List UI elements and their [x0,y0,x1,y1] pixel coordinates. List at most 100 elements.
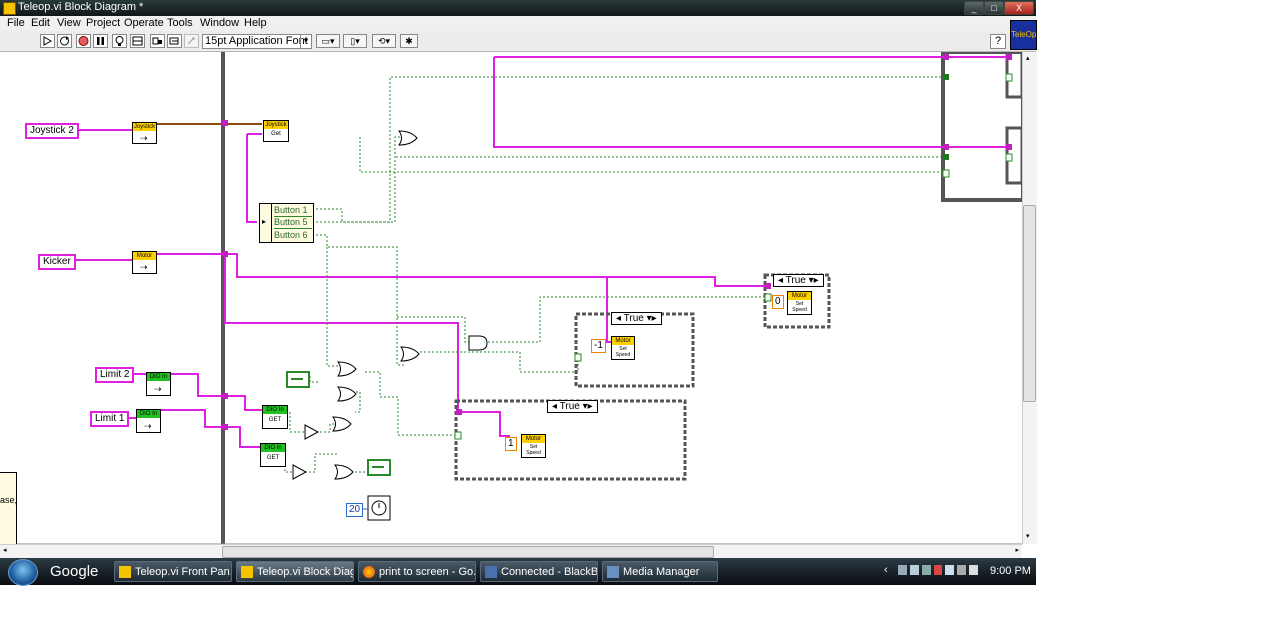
menu-tools[interactable]: Tools [167,17,193,29]
case-selector-value: True [623,313,644,324]
case-selector-value: True [559,401,580,412]
highlight-execution-button[interactable] [112,34,127,48]
case-selector-c[interactable]: ◂ True ▾▸ [773,274,824,287]
vertical-scroll-thumb[interactable] [1023,205,1036,402]
joystick-refnum-vi[interactable]: Joystick ⇢ [132,122,157,144]
maximize-button[interactable]: □ [984,1,1004,15]
kicker-control[interactable]: Kicker [38,254,76,270]
constant-zero[interactable]: 0 [772,295,784,309]
prev-case-icon[interactable]: ◂ [778,275,784,286]
dio-refnum-limit2[interactable]: DIO In ⇢ [146,372,171,396]
dio-get-vi-1[interactable]: DIO In GET [262,405,288,429]
menu-help[interactable]: Help [244,17,267,29]
next-case-icon[interactable]: ▸ [587,401,593,412]
scroll-right-icon[interactable]: ▸ [1015,547,1019,554]
case-selector-b[interactable]: ◂ True ▾▸ [547,400,598,413]
menu-project[interactable]: Project [86,17,121,29]
tray-icon[interactable] [898,565,907,575]
chevron-down-icon: ▼ [300,35,311,48]
unbundle-item-button6[interactable]: Button 6 [274,230,308,240]
motor-refnum-vi[interactable]: Motor ⇢ [132,251,157,274]
joystick2-control[interactable]: Joystick 2 [25,123,79,139]
task-blackberry[interactable]: Connected - BlackB... [480,561,598,582]
limit2-control[interactable]: Limit 2 [95,367,135,383]
case-selector-a[interactable]: ◂ True ▾▸ [611,312,662,325]
run-button[interactable] [40,34,55,48]
network-icon[interactable] [957,565,967,575]
task-front-panel[interactable]: Teleop.vi Front Pan... [114,561,232,582]
motor-set-speed-a[interactable]: Motor Set Speed [611,336,635,360]
horizontal-scroll-thumb[interactable] [222,546,714,558]
vi-header: DIO In [261,444,285,452]
system-tray [898,565,979,577]
task-label: print to screen - Go... [379,566,476,578]
start-button[interactable] [8,559,38,586]
dio-refnum-limit1[interactable]: DIO In ⇢ [136,409,161,433]
motor-set-speed-c[interactable]: Motor Set Speed [787,291,812,315]
labview-icon [241,566,253,578]
limit1-control[interactable]: Limit 1 [90,411,130,427]
joystick-get-vi[interactable]: Joystick Get [263,120,289,142]
prev-case-icon[interactable]: ◂ [616,313,622,324]
font-select[interactable]: 15pt Application Font ▼ [202,34,312,49]
task-label: Teleop.vi Front Pan... [135,566,232,578]
step-over-button[interactable] [167,34,182,48]
scroll-up-icon[interactable]: ▴ [1026,55,1030,62]
abort-button[interactable] [76,34,91,48]
distribute-objects-button[interactable]: ▯▾ [343,34,367,48]
close-button[interactable]: X [1004,1,1034,15]
minimize-button[interactable]: _ [964,1,984,15]
vi-icon[interactable]: TeleOp [1010,20,1037,50]
retain-wire-values-button[interactable] [130,34,145,48]
clean-up-diagram-button[interactable]: ✱ [400,34,418,48]
case-selector-value: True [785,275,806,286]
blackberry-icon [485,566,497,578]
step-into-button[interactable] [150,34,165,48]
unbundle-item-button5[interactable]: Button 5 [274,216,312,229]
task-browser[interactable]: print to screen - Go... [358,561,476,582]
menu-file[interactable]: File [7,17,25,29]
scroll-down-icon[interactable]: ▾ [1026,533,1030,540]
tray-expand-icon[interactable]: ‹ [884,564,888,576]
tray-icon[interactable] [921,565,931,575]
context-help-button[interactable]: ? [990,34,1006,49]
vi-body: Set Speed [526,444,541,456]
motor-set-speed-b[interactable]: Motor Set Speed [521,434,546,458]
scroll-left-icon[interactable]: ◂ [3,547,7,554]
run-continuously-button[interactable] [57,34,72,48]
vi-body: GET [266,455,280,461]
tray-icon[interactable] [909,565,919,575]
reorder-button[interactable]: ⟲▾ [372,34,396,48]
menu-view[interactable]: View [57,17,81,29]
dio-get-vi-2[interactable]: DIO In GET [260,443,286,467]
block-diagram-canvas[interactable]: Joystick 2 Kicker Limit 2 Limit 1 Joysti… [0,52,1022,548]
step-out-button[interactable] [184,34,199,48]
chevron-down-icon[interactable]: ▾ [808,275,814,286]
task-media-manager[interactable]: Media Manager [602,561,718,582]
next-case-icon[interactable]: ▸ [813,275,819,286]
while-loop-border [221,52,225,544]
unbundle-item-button1[interactable]: Button 1 [274,204,312,217]
clock[interactable]: 9:00 PM [990,565,1031,577]
chevron-down-icon[interactable]: ▾ [582,401,588,412]
volume-icon[interactable] [969,565,979,575]
constant-wait-ms[interactable]: 20 [346,503,364,517]
browser-icon [363,566,375,578]
pause-button[interactable] [93,34,108,48]
constant-neg-one[interactable]: -1 [591,339,606,353]
align-objects-button[interactable]: ▭▾ [316,34,340,48]
menu-window[interactable]: Window [200,17,240,29]
chevron-down-icon[interactable]: ▾ [646,313,652,324]
google-search-bar[interactable]: Google [50,563,99,580]
menu-operate[interactable]: Operate [124,17,164,29]
constant-one[interactable]: 1 [505,437,517,451]
menu-edit[interactable]: Edit [31,17,50,29]
prev-case-icon[interactable]: ◂ [552,401,558,412]
unbundle-by-name[interactable]: ▸ Button 1 Button 5 Button 6 [259,203,314,243]
tray-icon[interactable] [945,565,955,575]
next-case-icon[interactable]: ▸ [651,313,657,324]
window-title: Teleop.vi Block Diagram * [18,1,144,13]
task-block-diagram[interactable]: Teleop.vi Block Diag... [236,561,354,582]
tray-icon[interactable] [933,565,943,575]
comment-text: ase, [0,495,18,505]
